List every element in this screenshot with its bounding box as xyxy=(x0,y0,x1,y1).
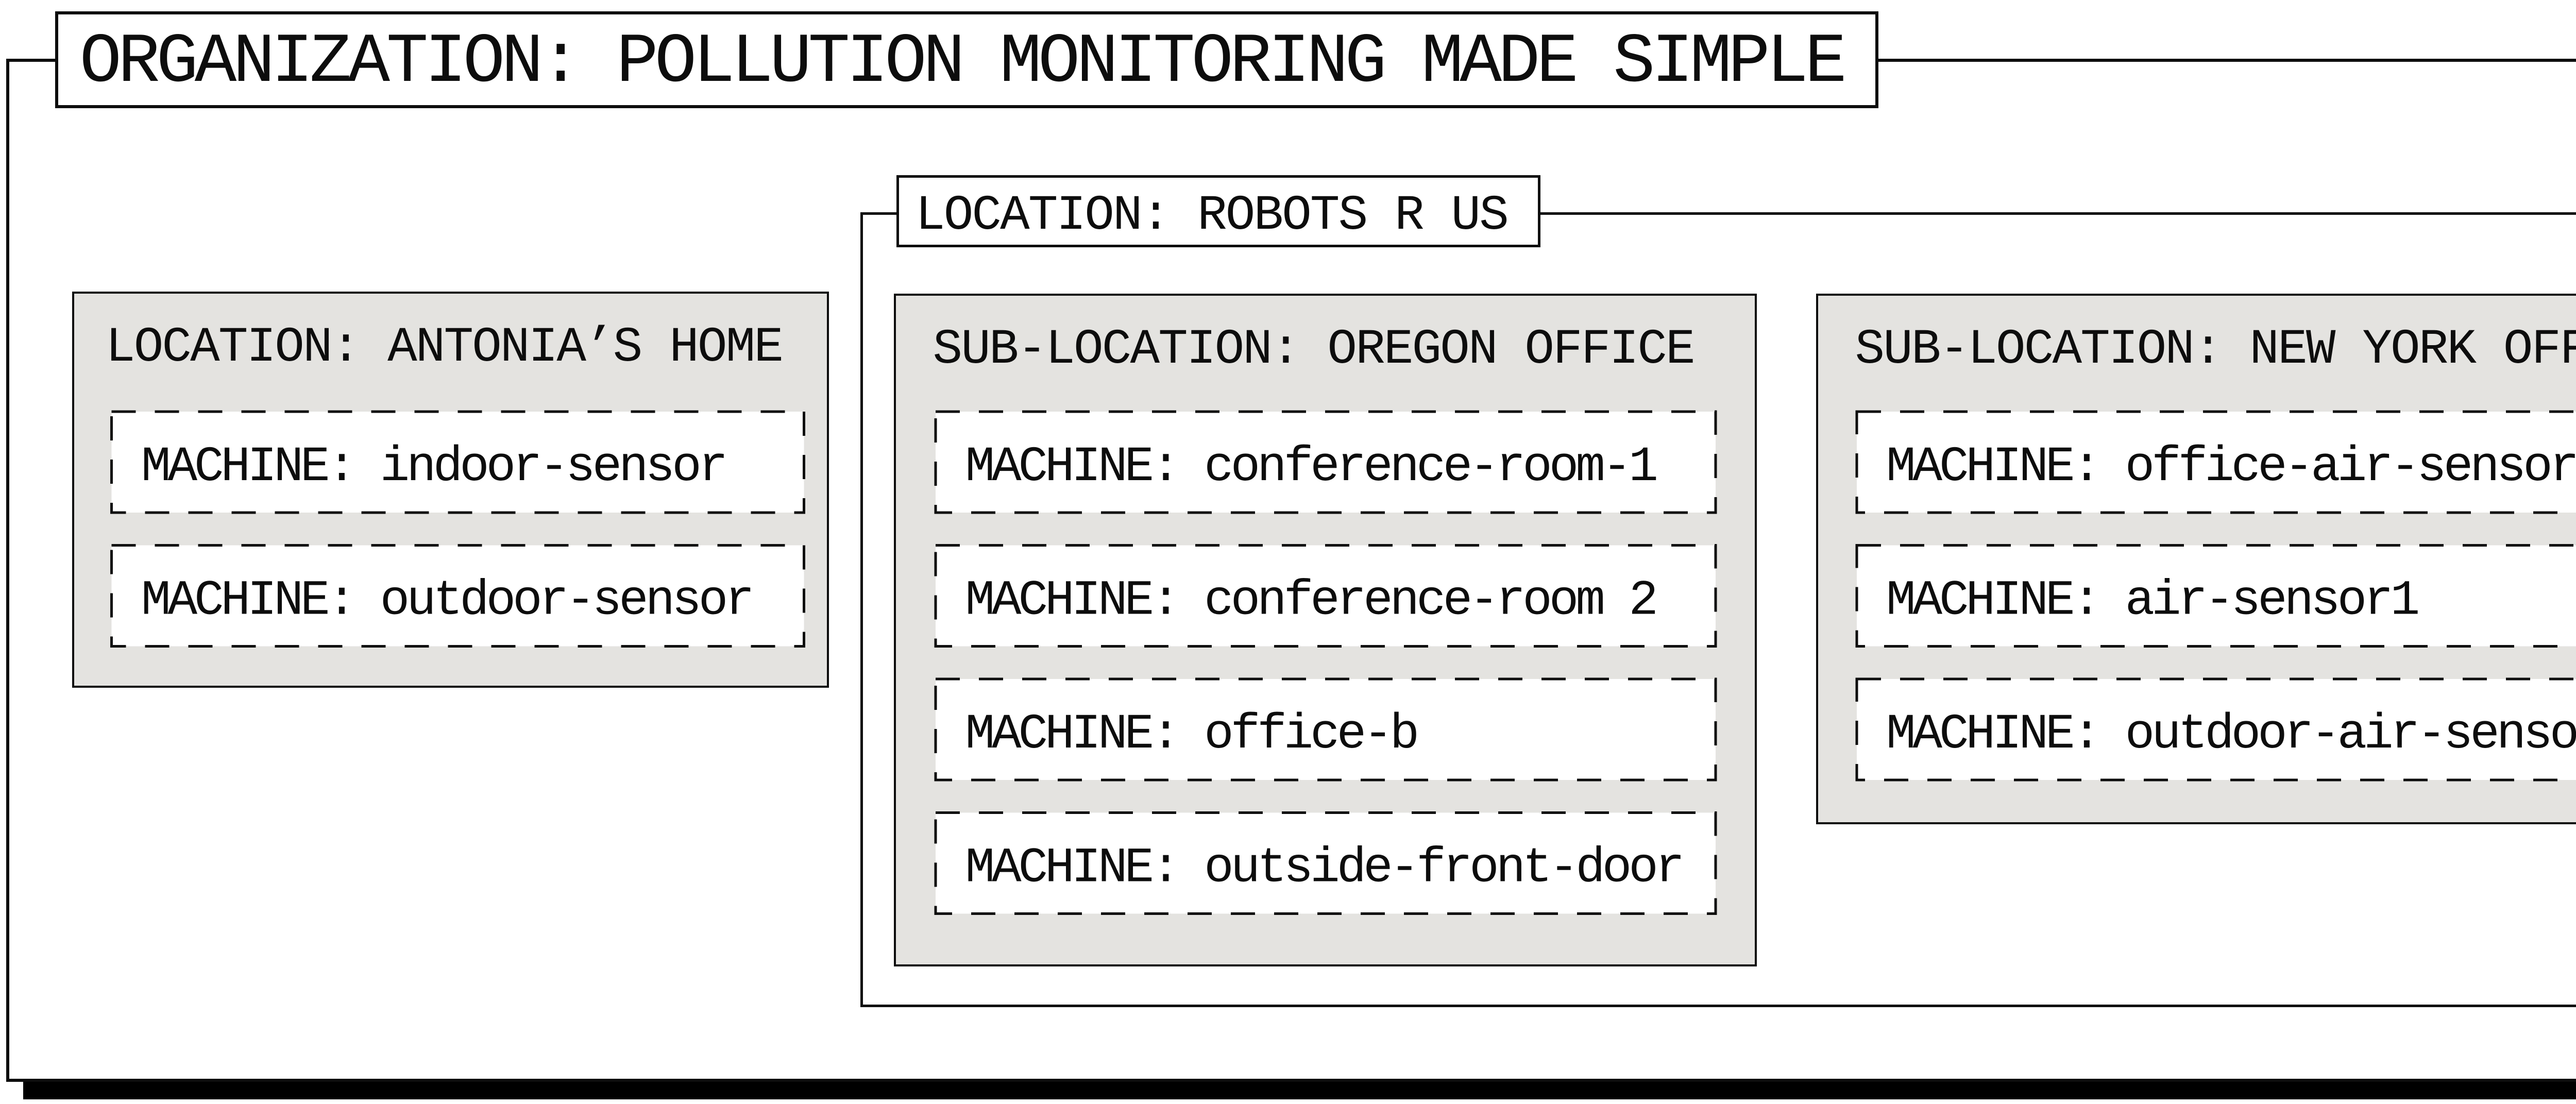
svg-text:MACHINE: outdoor-air-sensor: MACHINE: outdoor-air-sensor xyxy=(1886,706,2576,762)
svg-text:SUB-LOCATION: NEW YORK OFFICE: SUB-LOCATION: NEW YORK OFFICE xyxy=(1855,321,2576,378)
svg-text:MACHINE: office-b: MACHINE: office-b xyxy=(965,706,1417,762)
svg-text:LOCATION: ANTONIA’S HOME: LOCATION: ANTONIA’S HOME xyxy=(106,319,782,376)
svg-text:MACHINE: indoor-sensor: MACHINE: indoor-sensor xyxy=(141,439,725,495)
svg-text:MACHINE: conference-room 2: MACHINE: conference-room 2 xyxy=(965,573,1655,629)
svg-text:LOCATION: ROBOTS R US: LOCATION: ROBOTS R US xyxy=(916,188,1507,244)
svg-text:ORGANIZATION: POLLUTION MONITO: ORGANIZATION: POLLUTION MONITORING MADE … xyxy=(80,23,1844,102)
svg-text:MACHINE: outside-front-door: MACHINE: outside-front-door xyxy=(965,840,1682,896)
svg-text:MACHINE: office-air-sensor: MACHINE: office-air-sensor xyxy=(1886,439,2576,495)
svg-text:MACHINE: outdoor-sensor: MACHINE: outdoor-sensor xyxy=(141,573,752,629)
svg-text:MACHINE: air-sensor1: MACHINE: air-sensor1 xyxy=(1886,573,2418,629)
svg-text:SUB-LOCATION: OREGON OFFICE: SUB-LOCATION: OREGON OFFICE xyxy=(933,321,1694,378)
svg-text:MACHINE: conference-room-1: MACHINE: conference-room-1 xyxy=(965,439,1656,495)
